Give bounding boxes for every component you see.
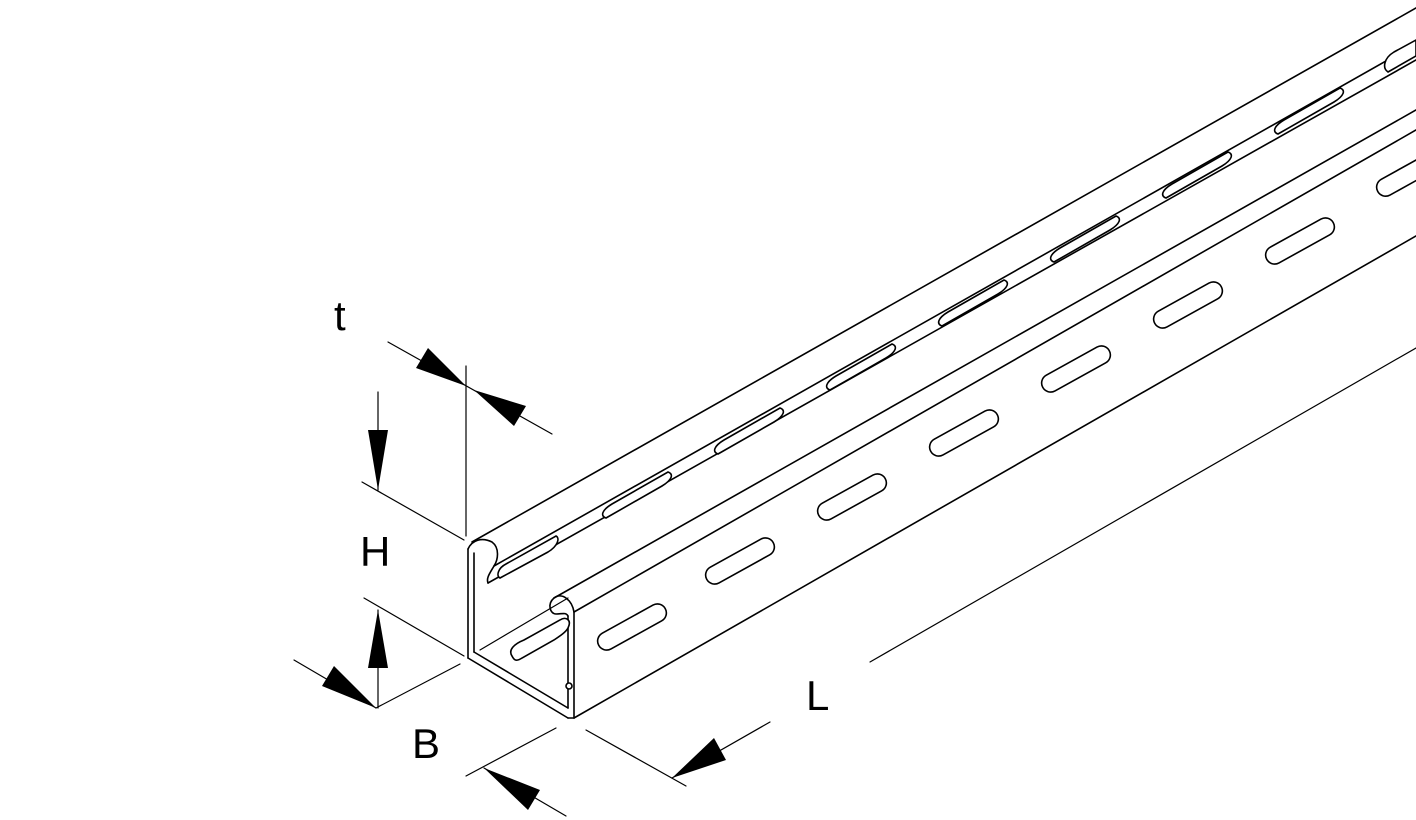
top-left-long-edge-2	[493, 43, 1416, 567]
slot	[704, 537, 776, 585]
left-top-curl	[467, 538, 499, 584]
height-label: H	[360, 528, 390, 575]
slot	[713, 407, 785, 455]
slot	[1264, 217, 1336, 265]
width-arrow-left	[322, 666, 376, 708]
top-right-long-edge-1	[553, 109, 1416, 599]
slot	[1383, 39, 1416, 73]
slot	[1161, 151, 1233, 199]
thickness-label: t	[334, 292, 346, 339]
slot	[1273, 87, 1345, 135]
slot	[928, 409, 1000, 457]
thickness-arrow-left	[416, 348, 466, 386]
slot	[497, 535, 559, 579]
bottom-right-long-edge	[573, 235, 1416, 719]
top-right-long-edge-2	[573, 129, 1416, 613]
height-extension-top	[361, 481, 465, 541]
dimension-lines	[293, 341, 771, 817]
slot	[816, 473, 888, 521]
slot	[825, 343, 897, 391]
top-left-long-edge-1	[471, 7, 1416, 543]
slot	[1040, 345, 1112, 393]
inner-bottom-slot	[509, 617, 571, 661]
height-extension-bottom	[363, 597, 465, 657]
rivet-hole	[565, 682, 573, 690]
length-extension	[585, 729, 687, 787]
slot	[1375, 157, 1416, 197]
side-wall-slots	[596, 157, 1416, 651]
slot	[937, 279, 1009, 327]
thickness-arrow-right	[474, 390, 526, 426]
bottom-inner-edge	[473, 651, 569, 709]
inner-floor-line	[479, 597, 569, 651]
slot	[1152, 281, 1224, 329]
width-label: B	[412, 720, 440, 767]
thickness-dimension-line	[387, 341, 553, 435]
width-arrow-right	[484, 768, 540, 810]
width-extension-left	[375, 663, 461, 709]
slot	[601, 471, 673, 519]
top-rail-slots	[497, 39, 1416, 579]
length-reference-line	[869, 347, 1416, 663]
height-arrow-top	[368, 430, 388, 490]
slot	[596, 603, 668, 651]
bottom-front-edge	[467, 657, 569, 719]
height-arrow-bottom	[368, 610, 388, 668]
length-arrow	[672, 738, 726, 778]
slot	[1049, 215, 1121, 263]
length-label: L	[806, 672, 829, 719]
channel-profile	[467, 7, 1416, 719]
width-extension-right	[465, 727, 557, 777]
